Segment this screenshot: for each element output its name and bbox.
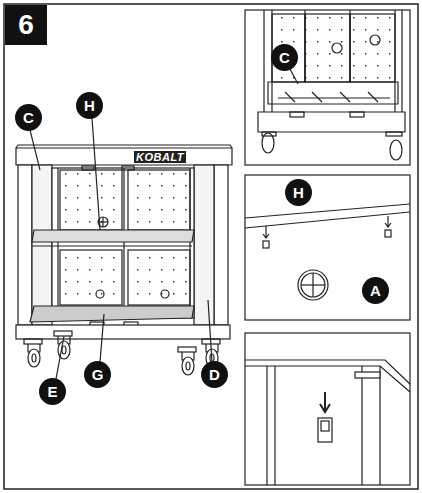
callout-letter: H (76, 92, 103, 119)
callout-text: A (370, 282, 381, 299)
callout-letter: C (271, 44, 298, 71)
callout-text: C (23, 109, 34, 126)
callout-letter: C (15, 104, 42, 131)
callout-letter: A (362, 277, 389, 304)
callout-text: 6 (18, 9, 34, 41)
step-number: 6 (5, 5, 47, 45)
callout-text: C (279, 49, 290, 66)
brand-logo: KOBALT (134, 151, 186, 163)
callout-text: H (293, 184, 304, 201)
callout-text: H (84, 97, 95, 114)
callout-text: E (47, 383, 57, 400)
callout-letter: G (84, 361, 111, 388)
callout-letter: E (39, 378, 66, 405)
callout-letter: H (285, 179, 312, 206)
callout-text: D (209, 366, 220, 383)
callout-text: G (92, 366, 104, 383)
callout-letter: D (201, 361, 228, 388)
